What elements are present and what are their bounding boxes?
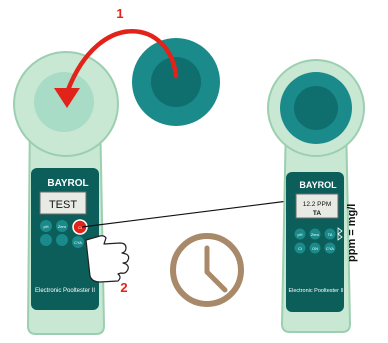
- right-button-cya[interactable]: [324, 242, 336, 254]
- left-device: BAYROL TEST pH Zero Cl TA CYA Electronic…: [13, 51, 119, 335]
- right-lcd-value: 12.2 PPM: [303, 201, 332, 208]
- left-button-zero[interactable]: [56, 220, 68, 232]
- left-button-on[interactable]: [56, 234, 68, 246]
- right-brand: BAYROL: [299, 180, 337, 190]
- right-model: Electronic Pooltester II: [288, 288, 343, 294]
- bluetooth-icon: [337, 227, 343, 241]
- right-button-zero-label: Zero: [311, 232, 320, 237]
- right-device: BAYROL 12.2 PPM TA pH Zero TA Cl ON CYA …: [267, 59, 365, 333]
- right-button-ph-label: pH: [297, 232, 302, 237]
- left-buttons: pH Zero Cl TA CYA: [40, 219, 88, 248]
- left-button-cl[interactable]: [72, 219, 88, 235]
- left-button-ph-label: pH: [43, 224, 48, 229]
- clock-icon: [170, 233, 244, 307]
- hand-pointer-icon: [85, 235, 130, 283]
- left-lcd-text: TEST: [49, 199, 77, 211]
- step-1-label: 1: [116, 6, 123, 21]
- right-button-cl[interactable]: [294, 242, 306, 254]
- right-button-cya-label: CYA: [326, 246, 334, 251]
- connector-arrow: [81, 196, 300, 228]
- cap-icon: [132, 38, 220, 126]
- rotate-arrow-icon: [54, 29, 179, 108]
- right-button-cl-label: Cl: [298, 246, 302, 251]
- right-button-ta-label: TA: [328, 232, 333, 237]
- left-button-cl-label: Cl: [78, 225, 82, 230]
- right-buttons: pH Zero TA Cl ON CYA: [294, 228, 336, 254]
- cap-inner: [151, 57, 201, 107]
- right-lcd-param: TA: [313, 210, 321, 217]
- left-button-cya[interactable]: [72, 236, 84, 248]
- right-button-ph[interactable]: [294, 228, 306, 240]
- step-2-label: 2: [120, 280, 127, 295]
- unit-note: ppm = mg/l: [346, 203, 358, 262]
- right-button-on[interactable]: [309, 242, 321, 254]
- right-button-zero[interactable]: [309, 228, 321, 240]
- left-brand: BAYROL: [47, 178, 88, 189]
- left-button-ph[interactable]: [40, 220, 52, 232]
- right-button-ta[interactable]: [324, 228, 336, 240]
- right-button-on-label: ON: [312, 246, 318, 251]
- left-model: Electronic Pooltester II: [35, 288, 95, 294]
- left-button-cya-label: CYA: [74, 240, 82, 245]
- left-button-x[interactable]: [40, 234, 52, 246]
- right-lcd: [295, 193, 339, 219]
- left-lcd: [39, 191, 87, 215]
- left-button-zero-label: Zero: [58, 224, 67, 229]
- right-device-cap-inner: [294, 86, 338, 130]
